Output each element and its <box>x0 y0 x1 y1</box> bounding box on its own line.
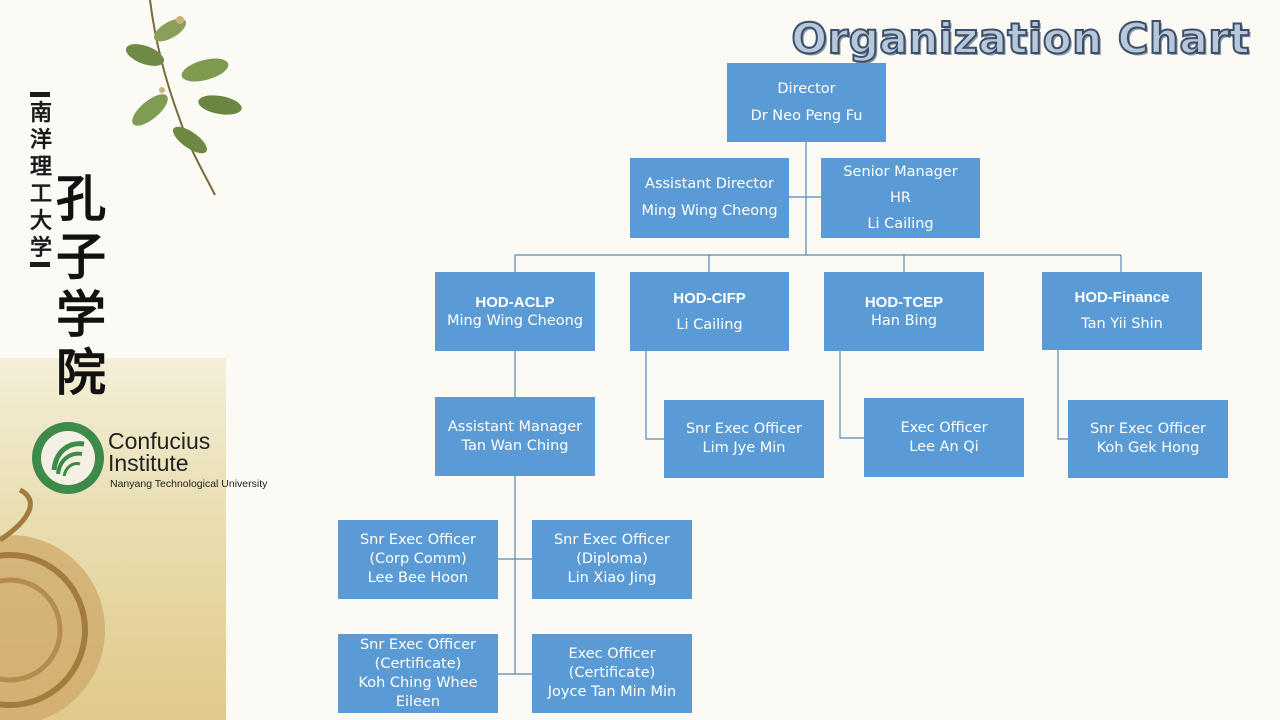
node-snr-exec-officer-diploma[interactable]: Snr Exec Officer (Diploma) Lin Xiao Jing <box>532 520 692 599</box>
node-diploma-name: Lin Xiao Jing <box>567 570 657 586</box>
node-assistant-manager-role: Assistant Manager <box>447 418 583 435</box>
node-exec-certificate-unit: (Certificate) <box>568 665 656 681</box>
node-hod-finance-role: HOD-Finance <box>1074 289 1170 306</box>
node-snr-exec-officer-certificate[interactable]: Snr Exec Officer (Certificate) Koh Ching… <box>338 634 498 713</box>
connector-finance-officer <box>1057 350 1068 440</box>
node-director-role: Director <box>777 80 836 97</box>
node-exec-officer-tcep[interactable]: Exec Officer Lee An Qi <box>864 398 1024 477</box>
node-hod-aclp[interactable]: HOD-ACLP Ming Wing Cheong <box>435 272 595 351</box>
node-snr-exec-officer-finance-role: Snr Exec Officer <box>1089 421 1207 437</box>
node-hod-cifp[interactable]: HOD-CIFP Li Cailing <box>630 272 789 351</box>
node-hod-aclp-name: Ming Wing Cheong <box>446 312 584 329</box>
node-director-name: Dr Neo Peng Fu <box>750 107 863 124</box>
node-hod-finance-name: Tan Yii Shin <box>1081 316 1163 332</box>
institute-name-text: Confucius Institute <box>108 428 211 476</box>
node-snr-exec-officer-finance-name: Koh Gek Hong <box>1096 440 1200 456</box>
node-certificate-name-line2: Eileen <box>395 693 441 710</box>
node-certificate-name-line1: Koh Ching Whee <box>358 674 478 691</box>
node-exec-officer-tcep-name: Lee An Qi <box>909 438 979 455</box>
confucius-institute-logo-icon <box>32 422 104 494</box>
node-exec-officer-tcep-role: Exec Officer <box>900 419 988 436</box>
node-exec-certificate-role: Exec Officer <box>568 646 656 662</box>
institute-subtitle: Nanyang Technological University <box>110 478 268 490</box>
connector-tcep-officer <box>839 351 864 439</box>
node-certificate-unit: (Certificate) <box>374 655 462 672</box>
node-assistant-director-name: Ming Wing Cheong <box>641 203 778 219</box>
node-assistant-manager[interactable]: Assistant Manager Tan Wan Ching <box>435 397 595 476</box>
node-senior-manager[interactable]: Senior Manager HR Li Cailing <box>821 158 980 238</box>
node-hod-tcep-role: HOD-TCEP <box>864 293 944 311</box>
node-diploma-role: Snr Exec Officer <box>553 532 671 548</box>
node-assistant-director[interactable]: Assistant Director Ming Wing Cheong <box>630 158 789 238</box>
node-snr-exec-officer-corp-comm[interactable]: Snr Exec Officer (Corp Comm) Lee Bee Hoo… <box>338 520 498 599</box>
node-senior-manager-dept: HR <box>890 190 911 206</box>
node-assistant-manager-name: Tan Wan Ching <box>461 437 569 454</box>
node-senior-manager-name: Li Cailing <box>867 216 934 232</box>
bronze-artifact-illustration <box>0 487 105 720</box>
node-hod-cifp-role: HOD-CIFP <box>673 289 746 307</box>
connector-cifp-officer <box>645 351 664 440</box>
page-title: Organization Chart <box>790 13 1250 64</box>
node-corp-comm-name: Lee Bee Hoon <box>367 570 469 586</box>
leaf-branch-illustration <box>125 0 242 196</box>
node-assistant-director-role: Assistant Director <box>645 176 774 192</box>
node-snr-exec-officer-cifp-role: Snr Exec Officer <box>685 421 803 437</box>
node-hod-aclp-role: HOD-ACLP <box>475 293 555 311</box>
node-senior-manager-role: Senior Manager <box>843 164 958 180</box>
sidebar-decoration: 南洋理工大学 孔子学院 Confucius Institute Nanyang … <box>0 0 267 720</box>
node-corp-comm-unit: (Corp Comm) <box>369 551 467 567</box>
vertical-bar-top <box>30 92 50 97</box>
node-director[interactable]: Director Dr Neo Peng Fu <box>727 63 886 142</box>
university-chinese-name: 南洋理工大学 <box>29 100 52 261</box>
institute-chinese-name: 孔子学院 <box>56 169 106 402</box>
node-snr-exec-officer-finance[interactable]: Snr Exec Officer Koh Gek Hong <box>1068 400 1228 478</box>
node-exec-officer-certificate[interactable]: Exec Officer (Certificate) Joyce Tan Min… <box>532 634 692 713</box>
node-exec-certificate-name: Joyce Tan Min Min <box>547 684 677 700</box>
node-snr-exec-officer-cifp[interactable]: Snr Exec Officer Lim Jye Min <box>664 400 824 478</box>
node-hod-cifp-name: Li Cailing <box>676 316 743 333</box>
institute-english-name: Confucius Institute <box>108 428 211 476</box>
node-certificate-role: Snr Exec Officer <box>359 636 477 653</box>
node-hod-tcep-name: Han Bing <box>871 312 937 329</box>
node-hod-tcep[interactable]: HOD-TCEP Han Bing <box>824 272 984 351</box>
node-corp-comm-role: Snr Exec Officer <box>359 532 477 548</box>
node-hod-finance[interactable]: HOD-Finance Tan Yii Shin <box>1042 272 1202 350</box>
node-snr-exec-officer-cifp-name: Lim Jye Min <box>702 440 786 456</box>
vertical-bar-bottom <box>30 262 50 267</box>
node-diploma-unit: (Diploma) <box>576 551 648 567</box>
